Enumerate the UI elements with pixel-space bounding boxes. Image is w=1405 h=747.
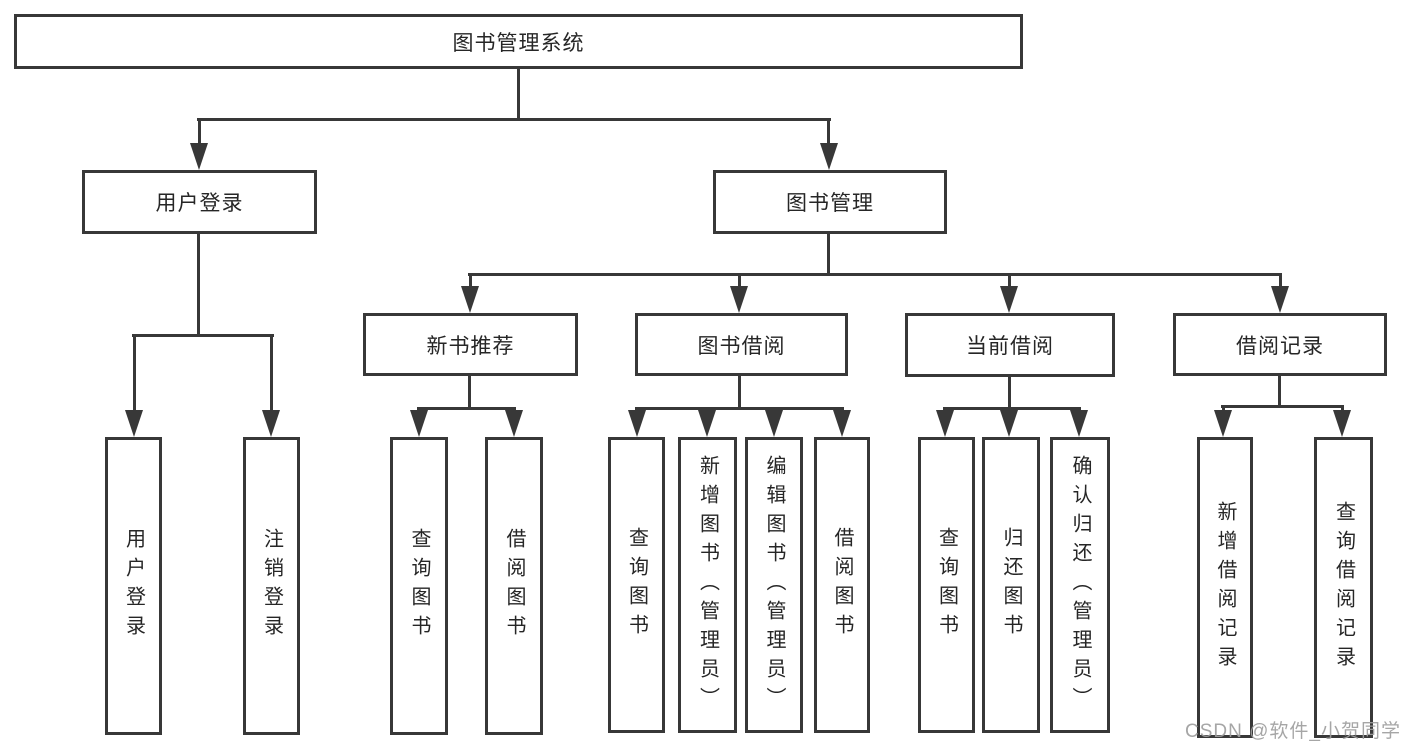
node-label: 图书借阅 [697, 334, 786, 358]
node-label: 查询图书 [408, 528, 430, 644]
node-user-login: 用户登录 [82, 170, 317, 234]
node-confirm-return-admin: 确认归还（管理员） [1050, 437, 1110, 733]
connector-line [1008, 377, 1011, 410]
node-borrow-books-recommend: 借阅图书 [485, 437, 543, 735]
arrow-down-icon [125, 410, 143, 437]
node-borrowing-records: 借阅记录 [1173, 313, 1387, 376]
arrow-down-icon [628, 410, 646, 437]
arrow-down-icon [410, 410, 428, 437]
node-user-login-leaf: 用户登录 [105, 437, 162, 735]
node-label: 新书推荐 [426, 334, 515, 358]
node-label: 图书管理 [786, 192, 874, 215]
node-add-borrow-record: 新增借阅记录 [1197, 437, 1253, 738]
connector-line [1279, 273, 1282, 291]
node-label: 编辑图书（管理员） [763, 454, 785, 716]
arrow-down-icon [698, 410, 716, 437]
connector-line [469, 273, 472, 291]
node-label: 图书管理系统 [452, 31, 585, 55]
node-label: 借阅图书 [831, 527, 853, 643]
connector-line [738, 273, 741, 291]
node-book-borrowing: 图书借阅 [635, 313, 848, 376]
connector-line [270, 334, 273, 412]
arrow-down-icon [1000, 286, 1018, 313]
arrow-down-icon [833, 410, 851, 437]
node-label: 用户登录 [122, 528, 145, 644]
node-label: 借阅记录 [1236, 334, 1324, 358]
connector-line [197, 233, 200, 337]
arrow-down-icon [1333, 410, 1351, 437]
connector-line [197, 118, 831, 121]
connector-line [1278, 376, 1281, 408]
arrow-down-icon [765, 410, 783, 437]
node-query-books-recommend: 查询图书 [390, 437, 448, 735]
arrow-down-icon [505, 410, 523, 437]
node-label: 用户登录 [155, 192, 244, 215]
node-label: 新增借阅记录 [1214, 500, 1236, 675]
connector-line [517, 66, 520, 120]
connector-line [827, 118, 830, 146]
connector-line [468, 273, 1282, 276]
arrow-down-icon [820, 143, 838, 170]
node-query-borrow-record: 查询借阅记录 [1314, 437, 1373, 738]
arrow-down-icon [1000, 410, 1018, 437]
arrow-down-icon [190, 143, 208, 170]
node-query-books-borrowing: 查询图书 [608, 437, 665, 733]
arrow-down-icon [936, 410, 954, 437]
node-edit-books-admin: 编辑图书（管理员） [745, 437, 803, 733]
connector-line [943, 407, 1081, 410]
csdn-watermark: CSDN @软件_小贺同学 [1185, 721, 1401, 742]
connector-line [635, 407, 844, 410]
arrow-down-icon [1070, 410, 1088, 437]
node-label: 当前借阅 [966, 335, 1054, 358]
node-current-borrowing: 当前借阅 [905, 313, 1115, 377]
connector-line [827, 233, 830, 276]
node-borrow-books: 借阅图书 [814, 437, 870, 733]
arrow-down-icon [730, 286, 748, 313]
connector-line [738, 376, 741, 410]
arrow-down-icon [461, 286, 479, 313]
node-query-books-current: 查询图书 [918, 437, 975, 733]
node-label: 借阅图书 [503, 528, 525, 644]
node-library-management-system: 图书管理系统 [14, 14, 1023, 69]
connector-line [133, 334, 136, 412]
node-label: 新增图书（管理员） [696, 454, 719, 716]
connector-line [1221, 405, 1344, 408]
node-label: 确认归还（管理员） [1069, 454, 1091, 716]
node-logout: 注销登录 [243, 437, 300, 735]
node-label: 查询借阅记录 [1332, 500, 1355, 675]
arrow-down-icon [262, 410, 280, 437]
connector-line [1008, 273, 1011, 291]
arrow-down-icon [1214, 410, 1232, 437]
node-label: 注销登录 [260, 528, 283, 644]
node-label: 归还图书 [1000, 527, 1022, 643]
node-add-books-admin: 新增图书（管理员） [678, 437, 737, 733]
node-label: 查询图书 [625, 527, 648, 643]
connector-line [468, 376, 471, 410]
node-new-book-recommendation: 新书推荐 [363, 313, 578, 376]
node-return-books: 归还图书 [982, 437, 1040, 733]
arrow-down-icon [1271, 286, 1289, 313]
connector-line [132, 334, 274, 337]
connector-line [198, 118, 201, 146]
node-label: 查询图书 [935, 527, 958, 643]
node-book-management: 图书管理 [713, 170, 947, 234]
connector-line [417, 407, 516, 410]
